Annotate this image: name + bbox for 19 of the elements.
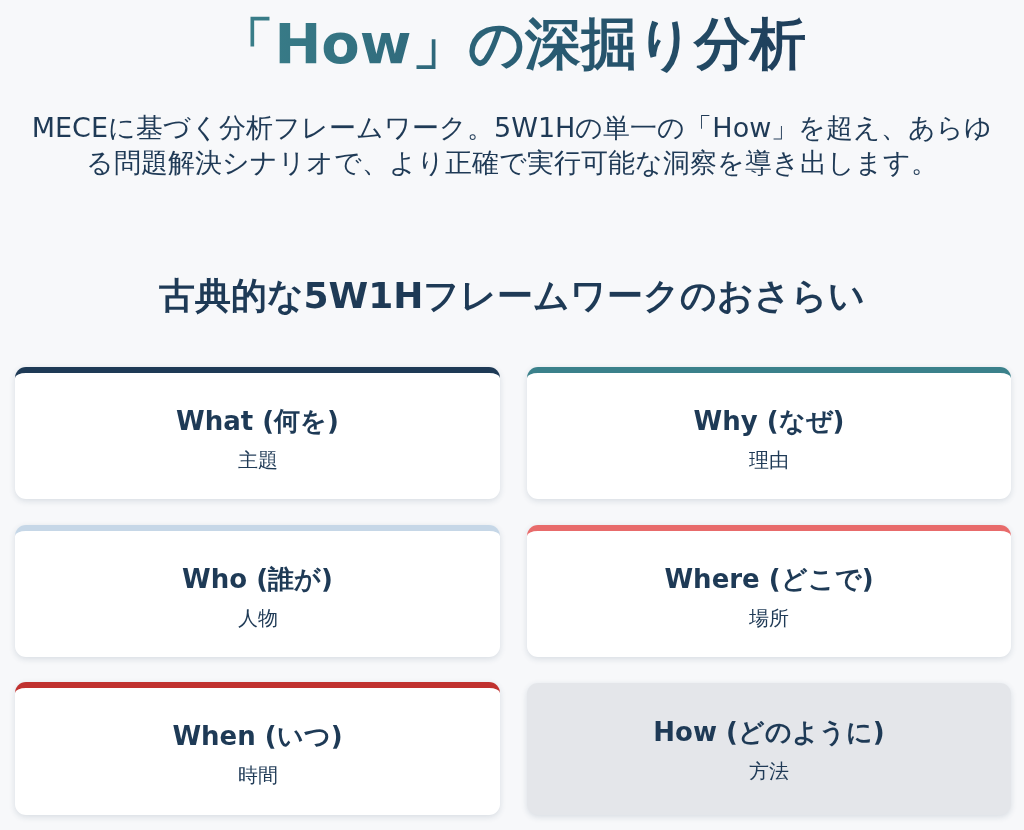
card-subtitle: 主題 — [237, 446, 278, 473]
card-title: Who (誰が) — [182, 562, 333, 596]
card-title: When (いつ) — [172, 720, 343, 753]
card-subtitle: 時間 — [237, 762, 278, 788]
card-subtitle: 場所 — [749, 604, 789, 631]
card — [527, 525, 1011, 657]
card — [15, 682, 500, 815]
card-subtitle: 人物 — [237, 604, 278, 631]
intro-text: MECEに基づく分析フレームワーク。5W1Hの単一の「How」を超え、あらゆる問題解決シナリオで、より正確で実行可能な洞察を導き出します。 — [30, 111, 994, 180]
card-title: How (どのように) — [653, 715, 885, 749]
card-title: Why (なぜ) — [693, 404, 845, 438]
card — [15, 367, 500, 499]
card — [527, 367, 1011, 499]
card-title: Where (どこで) — [664, 562, 874, 596]
card-subtitle: 理由 — [749, 446, 789, 473]
section-heading: 古典的な5W1Hフレームワークのおさらい — [158, 275, 866, 316]
card — [15, 525, 500, 657]
card-subtitle: 方法 — [749, 757, 789, 784]
card-title: What (何を) — [176, 404, 339, 438]
